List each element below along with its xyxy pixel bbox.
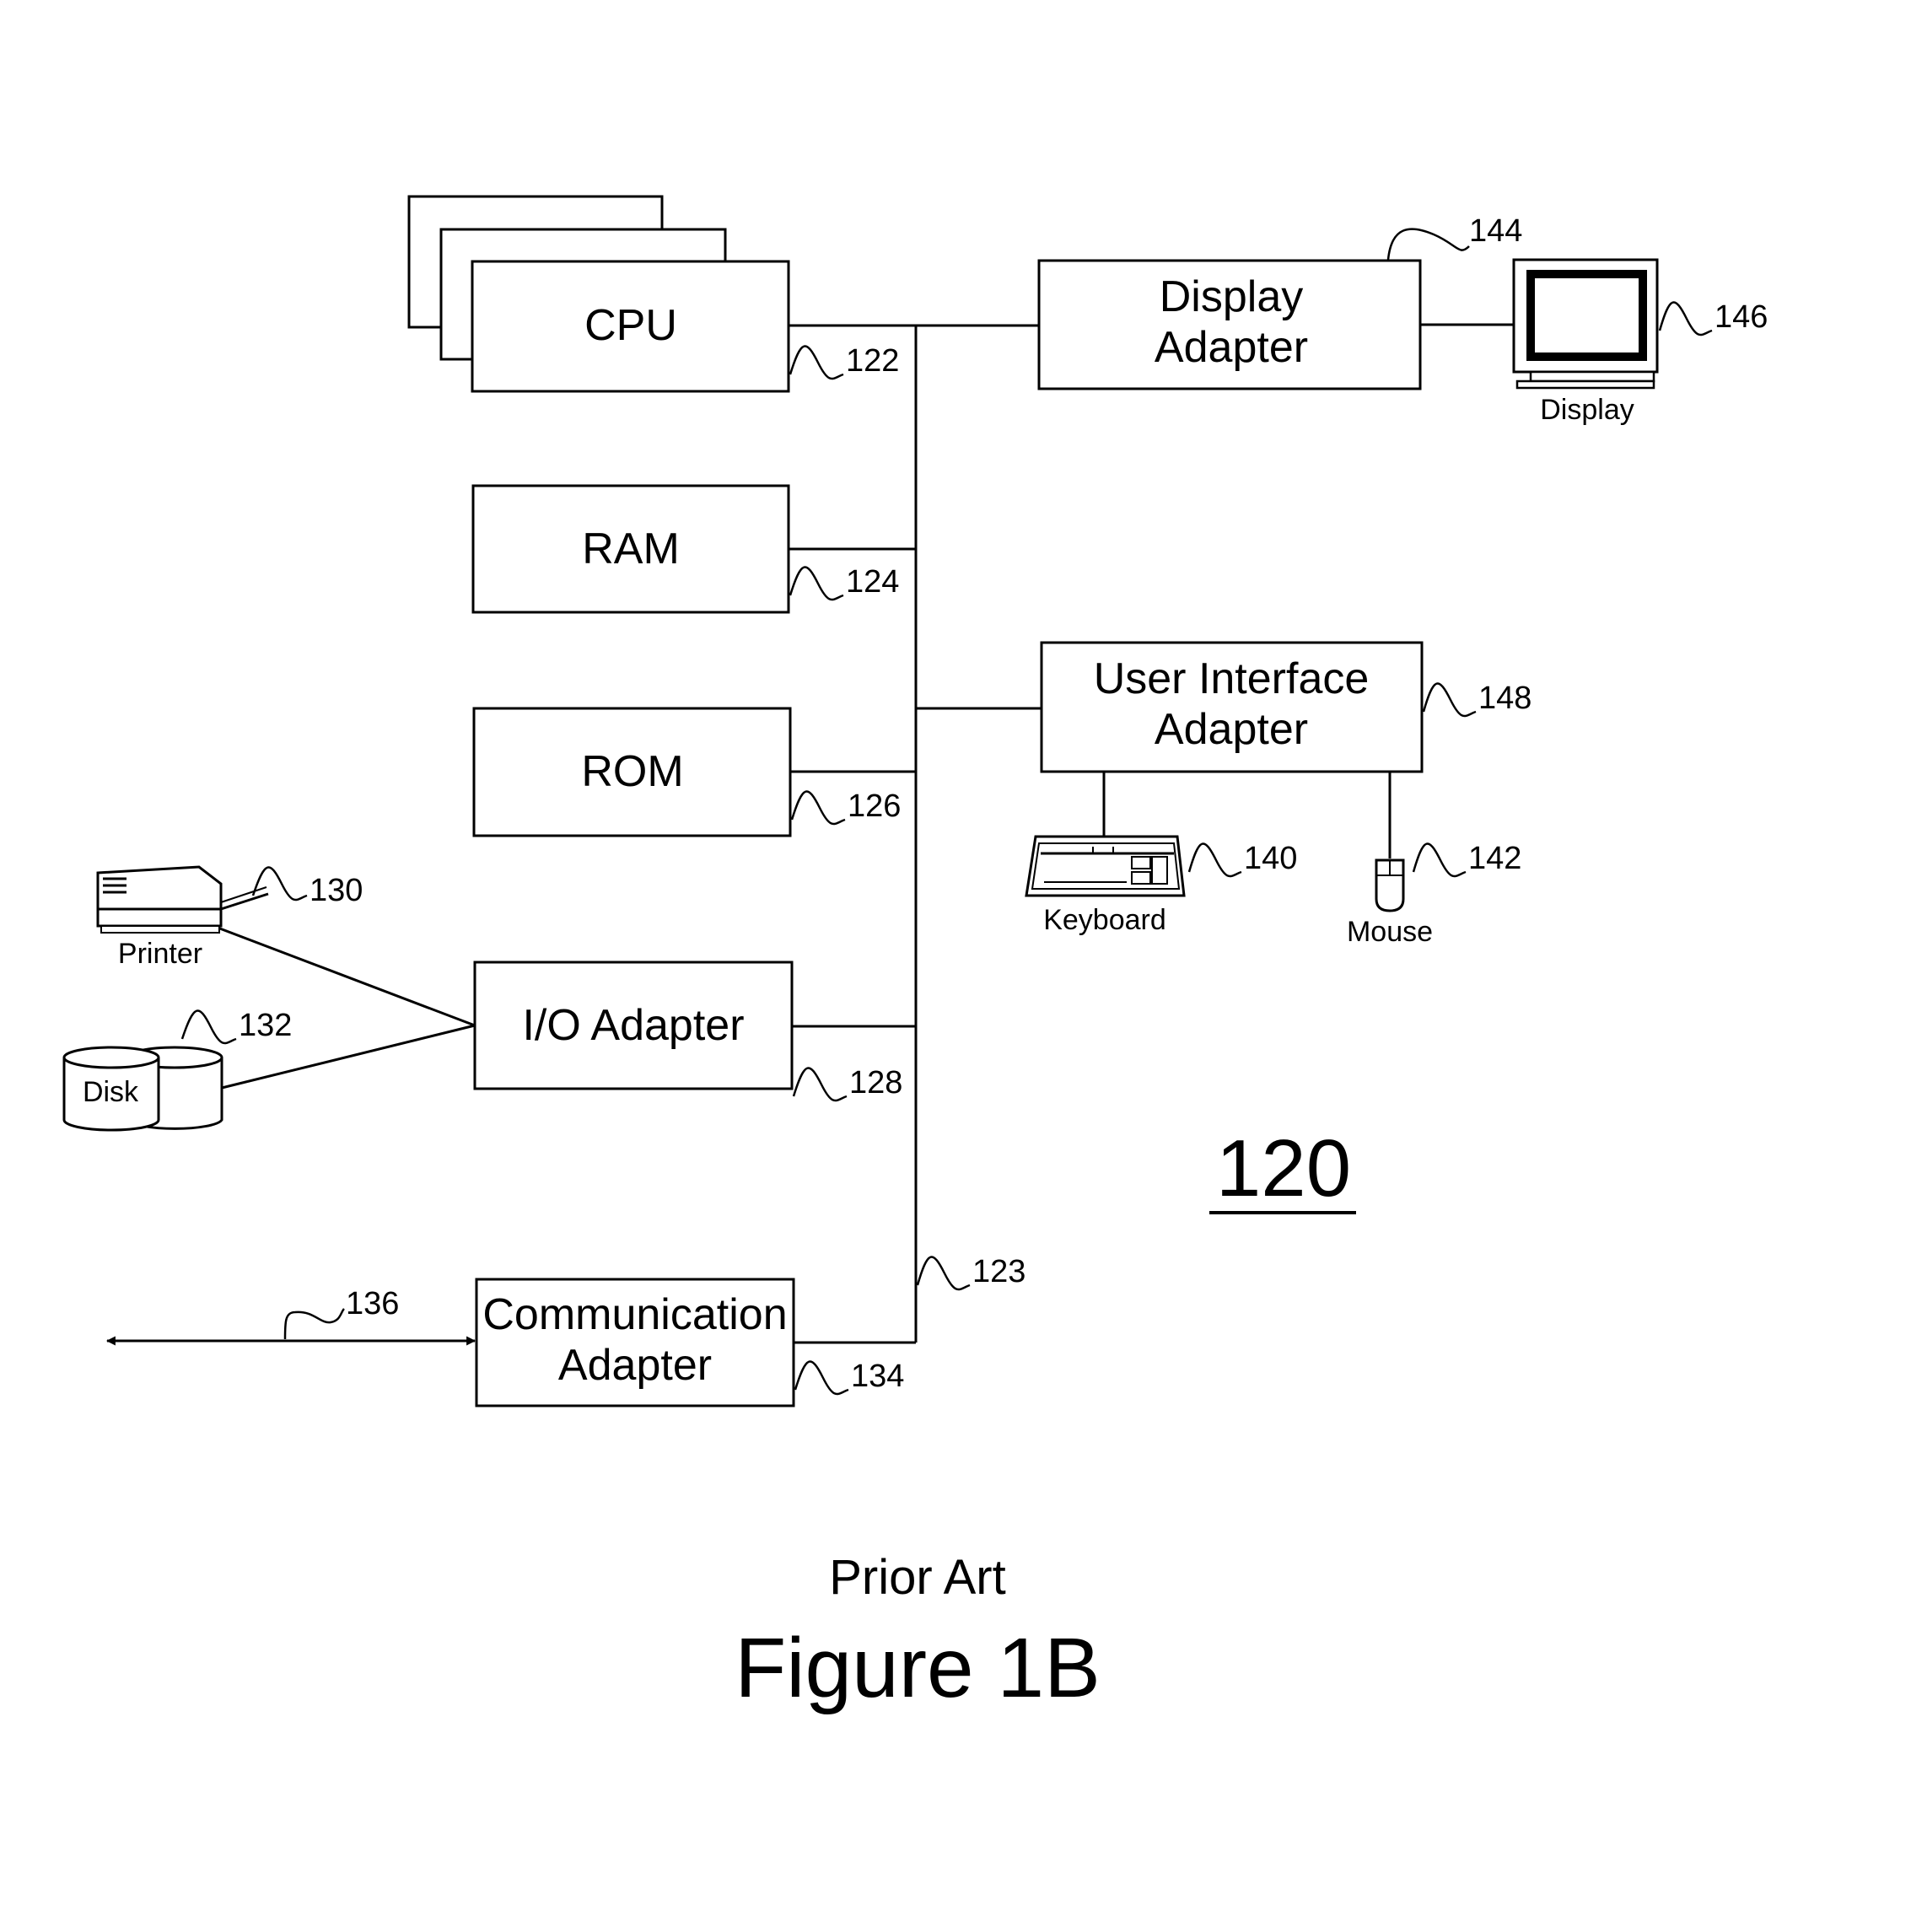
ref-leader-132 bbox=[182, 1010, 236, 1043]
ref-146: 146 bbox=[1715, 299, 1768, 335]
display-adapter-label-line2: Adapter bbox=[1155, 323, 1308, 372]
ram-label: RAM bbox=[582, 525, 680, 573]
display-label: Display bbox=[1540, 394, 1634, 426]
keyboard-label: Keyboard bbox=[1043, 904, 1166, 936]
ref-122: 122 bbox=[846, 343, 899, 379]
prior-art-caption: Prior Art bbox=[829, 1550, 1006, 1605]
ref-leader-124 bbox=[790, 567, 843, 600]
mouse-label: Mouse bbox=[1347, 916, 1433, 948]
monitor-icon bbox=[1514, 260, 1657, 388]
cpu-label: CPU bbox=[584, 301, 677, 350]
ref-leader-128 bbox=[794, 1068, 847, 1101]
io-adapter-label: I/O Adapter bbox=[522, 1001, 744, 1050]
display-adapter-label-line1: Display bbox=[1160, 272, 1304, 321]
ref-124: 124 bbox=[846, 564, 899, 600]
ref-leader-136 bbox=[285, 1309, 344, 1339]
ui-adapter-block: User Interface Adapter bbox=[1042, 643, 1422, 772]
ref-leader-146 bbox=[1660, 302, 1712, 335]
figure-caption: Figure 1B bbox=[735, 1621, 1101, 1715]
ref-132: 132 bbox=[239, 1008, 292, 1043]
display-adapter-block: Display Adapter bbox=[1039, 261, 1420, 389]
rom-block: ROM bbox=[474, 708, 790, 836]
rom-label: ROM bbox=[581, 747, 683, 796]
system-bus bbox=[789, 326, 1042, 1343]
ref-leader-144 bbox=[1388, 229, 1469, 260]
comm-adapter-label-line1: Communication bbox=[482, 1290, 787, 1339]
ref-leader-123 bbox=[918, 1257, 970, 1289]
ref-130: 130 bbox=[310, 873, 363, 908]
ui-adapter-label-line1: User Interface bbox=[1094, 654, 1370, 703]
comm-adapter-block: Communication Adapter bbox=[476, 1279, 794, 1406]
system-number: 120 bbox=[1216, 1123, 1351, 1214]
ui-adapter-label-line2: Adapter bbox=[1155, 705, 1308, 754]
keyboard-icon bbox=[1026, 837, 1184, 896]
ref-leader-140 bbox=[1189, 843, 1241, 876]
disk-label: Disk bbox=[83, 1076, 139, 1108]
ref-136: 136 bbox=[346, 1286, 399, 1321]
ref-126: 126 bbox=[848, 788, 901, 824]
ref-140: 140 bbox=[1244, 841, 1297, 876]
reference-leaders bbox=[182, 229, 1712, 1394]
ref-leader-148 bbox=[1424, 683, 1476, 716]
comm-adapter-label-line2: Adapter bbox=[558, 1341, 712, 1390]
ref-leader-122 bbox=[790, 346, 843, 379]
ref-128: 128 bbox=[849, 1065, 902, 1101]
cpu-block: CPU bbox=[409, 196, 789, 391]
ref-leader-134 bbox=[795, 1361, 848, 1394]
ref-123: 123 bbox=[972, 1254, 1025, 1289]
ref-148: 148 bbox=[1478, 681, 1531, 716]
ref-142: 142 bbox=[1468, 841, 1521, 876]
printer-icon bbox=[98, 867, 268, 933]
mouse-icon bbox=[1376, 860, 1403, 911]
ref-leader-126 bbox=[792, 791, 845, 824]
io-adapter-block: I/O Adapter bbox=[475, 962, 792, 1089]
ram-block: RAM bbox=[473, 486, 789, 612]
ref-leader-142 bbox=[1413, 843, 1466, 876]
printer-label: Printer bbox=[118, 938, 202, 970]
ref-144: 144 bbox=[1469, 213, 1522, 249]
ref-134: 134 bbox=[851, 1359, 904, 1394]
